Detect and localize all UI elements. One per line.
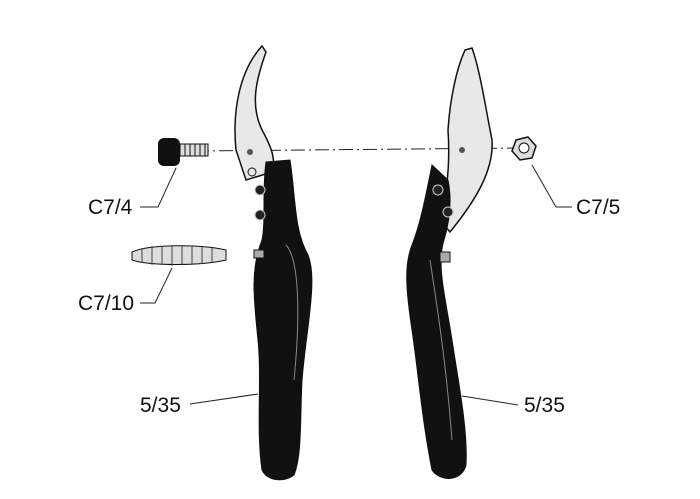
nut-part [511, 136, 537, 161]
leader-spring [140, 267, 173, 304]
leader-nut [531, 164, 572, 208]
leader-bolt [140, 167, 177, 208]
leader-handle-left [189, 393, 259, 405]
label-nut: C7/5 [576, 196, 620, 219]
label-bolt: C7/4 [88, 196, 133, 219]
label-handle-right: 5/35 [524, 394, 565, 417]
leader-handle-right [461, 395, 519, 406]
bolt-part [158, 138, 209, 166]
spring-part [131, 245, 227, 266]
left-blade [234, 44, 275, 181]
right-handle [406, 164, 467, 479]
label-handle-left: 5/35 [140, 394, 181, 417]
right-blade [439, 47, 493, 234]
label-spring: C7/10 [78, 292, 134, 315]
left-handle [253, 159, 313, 481]
